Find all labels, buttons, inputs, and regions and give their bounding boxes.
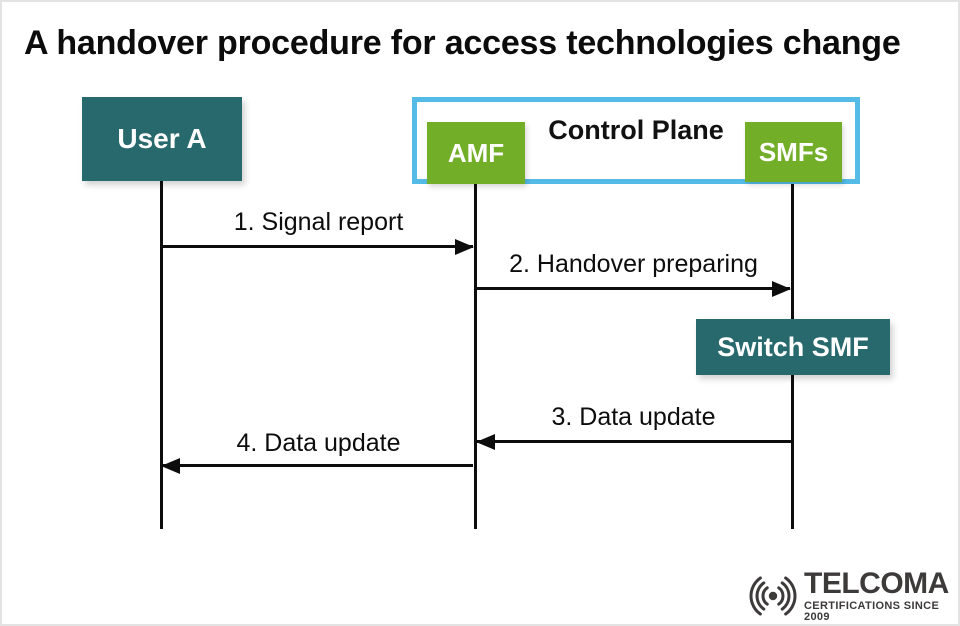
message-label-signal-report: 1. Signal report — [233, 208, 404, 236]
control-plane-label: Control Plane — [548, 115, 724, 145]
diagram-title: A handover procedure for access technolo… — [24, 24, 901, 62]
arrow-handover-preparing — [476, 280, 791, 297]
message-label-data-update-4: 4. Data update — [236, 429, 401, 457]
actor-box-amf: AMF — [427, 122, 525, 184]
message-label-handover-preparing: 2. Handover preparing — [509, 250, 758, 278]
actor-label-user-a: User A — [117, 123, 207, 154]
radio-signal-icon — [749, 576, 797, 616]
actor-box-smfs: SMFs — [745, 122, 842, 182]
actor-label-smfs: SMFs — [758, 136, 829, 167]
arrow-data-update-3 — [476, 433, 791, 450]
telcoma-logo: TELCOMA CERTIFICATIONS SINCE 2009 — [746, 569, 958, 623]
action-label-switch-smf: Switch SMF — [717, 331, 869, 362]
arrow-data-update-4 — [161, 457, 473, 474]
action-box-switch-smf: Switch SMF — [696, 319, 890, 375]
actor-box-user-a: User A — [82, 97, 242, 181]
logo-brand-text: TELCOMA — [804, 567, 949, 600]
lifeline-user-a — [160, 181, 163, 529]
lifeline-amf — [474, 181, 477, 529]
actor-label-amf: AMF — [447, 137, 505, 168]
message-label-data-update-3: 3. Data update — [551, 403, 716, 431]
arrow-signal-report — [162, 238, 474, 255]
logo-tagline-text: CERTIFICATIONS SINCE 2009 — [804, 600, 940, 623]
